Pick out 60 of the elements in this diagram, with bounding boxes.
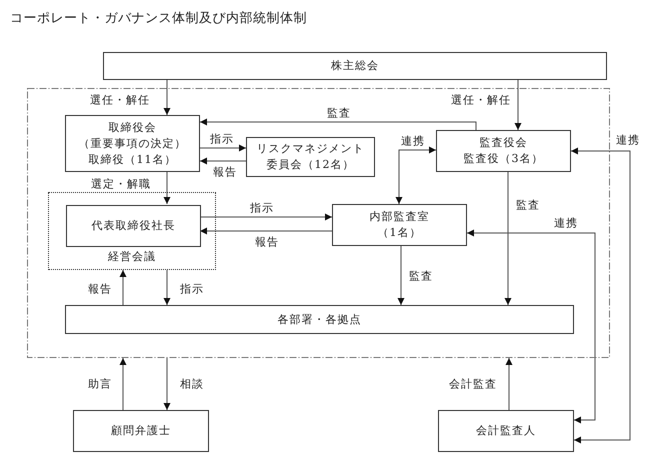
arrow xyxy=(200,228,332,234)
edge-label: 相談 xyxy=(179,378,205,390)
edge-label: 指示 xyxy=(179,282,205,296)
arrow xyxy=(514,80,522,130)
box xyxy=(103,52,607,80)
arrow xyxy=(120,270,126,306)
arrow xyxy=(200,144,246,152)
edge-label: 指示 xyxy=(209,132,235,146)
edge-label: 助言 xyxy=(87,378,113,390)
edge-label: 連携 xyxy=(553,216,579,230)
box-label: リスクマネジメント委員会（12名） xyxy=(256,141,366,173)
box-label: 監査役（3名） xyxy=(464,151,544,167)
box xyxy=(66,205,201,247)
box xyxy=(65,115,200,172)
arrow xyxy=(398,246,404,306)
arrow xyxy=(164,172,170,204)
box-label: 取締役会 xyxy=(108,120,156,136)
arrow xyxy=(200,158,246,164)
edge-label: 報告 xyxy=(212,166,238,178)
box-label: 会計監査人 xyxy=(476,423,536,439)
diagram-title: コーポレート・ガバナンス体制及び内部統制体制 xyxy=(10,10,307,27)
arrow xyxy=(396,146,436,204)
box-label: 取締役（11名） xyxy=(88,152,176,168)
edge-label: 報告 xyxy=(254,236,280,248)
arrow xyxy=(570,148,630,444)
box xyxy=(73,410,209,452)
arrow xyxy=(466,230,596,424)
arrow xyxy=(120,358,126,410)
box-label: 代表取締役社長 xyxy=(92,218,176,234)
arrow xyxy=(200,214,332,220)
arrow xyxy=(200,118,476,130)
arrow xyxy=(164,358,170,410)
box xyxy=(246,137,375,177)
box-label: 各部署・各拠点 xyxy=(278,312,362,328)
edge-label: 監査 xyxy=(515,198,541,212)
edge-label: 選定・解職 xyxy=(90,178,152,190)
box xyxy=(65,305,574,334)
dotted-frame xyxy=(48,192,216,270)
edge-label: 選任・解任 xyxy=(450,94,512,106)
arrow xyxy=(506,358,512,410)
box xyxy=(332,204,467,246)
edge-label: 会計監査 xyxy=(448,378,498,390)
box-label: 顧問弁護士 xyxy=(111,423,171,439)
edge-label: 監査 xyxy=(326,106,352,120)
arrow xyxy=(164,80,170,116)
edge-label: 指示 xyxy=(249,202,275,214)
box xyxy=(436,130,571,172)
box-label: 監査役会 xyxy=(480,135,528,151)
edge-label: 報告 xyxy=(87,282,113,296)
box-label: 経営会議 xyxy=(108,249,156,265)
edge-label: 連携 xyxy=(615,134,641,146)
box-label: （重要事項の決定） xyxy=(78,136,186,152)
edge-label: 監査 xyxy=(408,270,434,282)
arrow xyxy=(504,172,512,306)
arrow xyxy=(164,270,170,306)
box xyxy=(438,410,574,452)
box-label: 株主総会 xyxy=(331,58,379,74)
edge-label: 連携 xyxy=(400,134,426,148)
box-label: 内部監査室（1名） xyxy=(368,209,430,241)
edge-label: 選任・解任 xyxy=(89,94,151,106)
